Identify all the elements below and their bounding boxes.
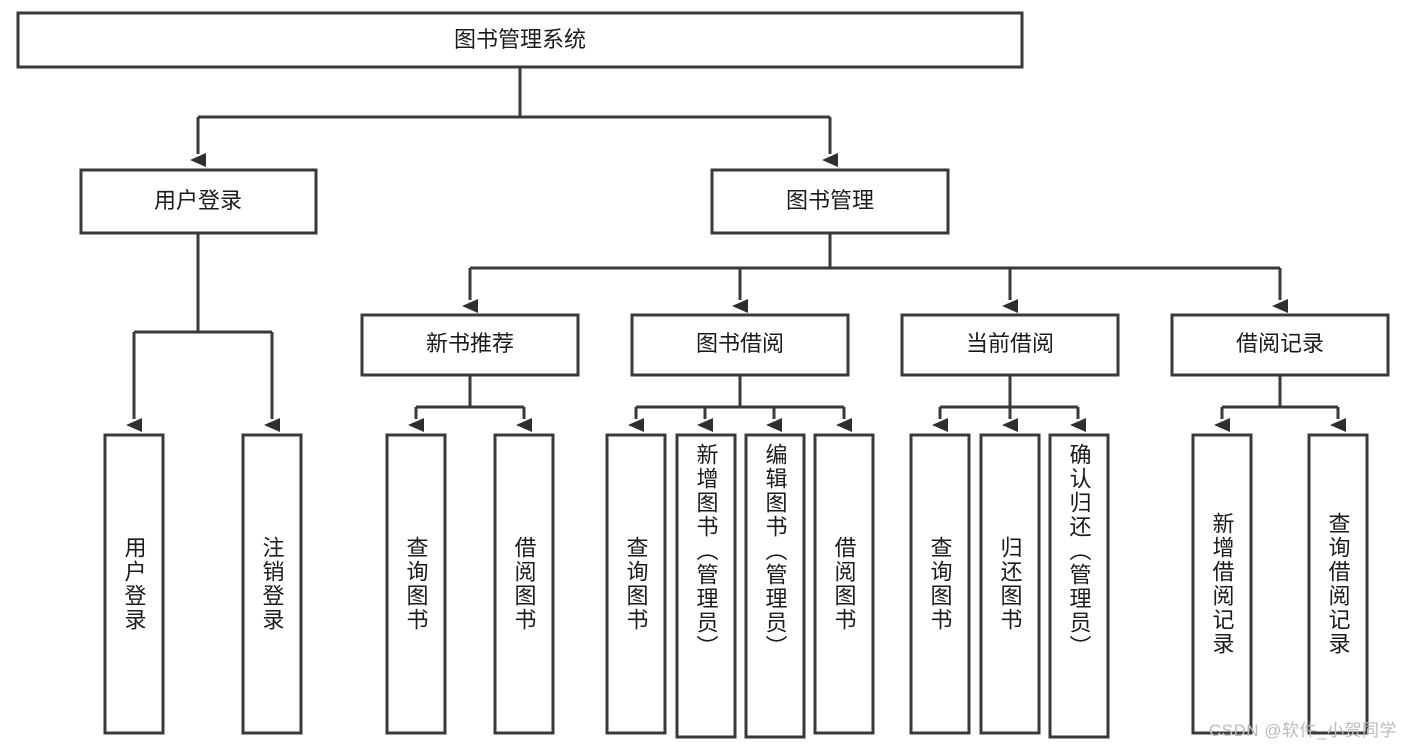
node-new-book-rec[interactable]: 新书推荐 [360, 313, 580, 377]
node-root[interactable]: 图书管理系统 [16, 11, 1024, 69]
node-leaf-return-book[interactable] [979, 433, 1041, 735]
node-new-book-rec-label: 新书推荐 [426, 331, 514, 356]
connector-borrowrecord-to-leaves [1214, 375, 1346, 432]
connector-currentborrow-to-leaves [932, 375, 1086, 432]
node-book-manage[interactable]: 图书管理 [710, 168, 950, 235]
node-leaf-add-record[interactable] [1191, 433, 1253, 735]
node-leaf-query-record[interactable] [1307, 433, 1369, 735]
node-book-borrow[interactable]: 图书借阅 [630, 313, 850, 377]
node-book-manage-label: 图书管理 [786, 188, 874, 213]
node-borrow-record[interactable]: 借阅记录 [1170, 313, 1390, 377]
node-root-label: 图书管理系统 [454, 27, 586, 52]
node-user-login-label: 用户登录 [154, 188, 242, 213]
connector-bookmanage-to-level3 [462, 233, 1288, 313]
node-leaf-confirm-return[interactable] [1048, 433, 1110, 739]
node-book-borrow-label: 图书借阅 [696, 331, 784, 356]
node-user-login[interactable]: 用户登录 [79, 168, 318, 235]
connector-bookborrow-to-leaves [628, 375, 852, 432]
connector-root-to-level2 [190, 67, 838, 167]
node-leaf-borrow-book-2[interactable] [813, 433, 875, 735]
node-leaf-borrow-book-1[interactable] [493, 433, 555, 735]
connector-userlogin-to-leaves [126, 233, 280, 432]
node-leaf-query-book-1[interactable] [385, 433, 447, 735]
node-leaf-user-login[interactable] [103, 433, 165, 735]
node-current-borrow-label: 当前借阅 [966, 331, 1054, 356]
node-leaf-query-book-3[interactable] [909, 433, 971, 735]
csdn-watermark: CSDN @软件_小贺同学 [1208, 721, 1397, 740]
node-leaf-logout[interactable] [241, 433, 303, 735]
connector-newbookrec-to-leaves [408, 375, 532, 432]
node-leaf-query-book-2[interactable] [605, 433, 667, 735]
node-borrow-record-label: 借阅记录 [1236, 331, 1324, 356]
node-leaf-edit-book[interactable] [744, 433, 806, 739]
node-current-borrow[interactable]: 当前借阅 [900, 313, 1120, 377]
node-leaf-add-book[interactable] [675, 433, 737, 739]
